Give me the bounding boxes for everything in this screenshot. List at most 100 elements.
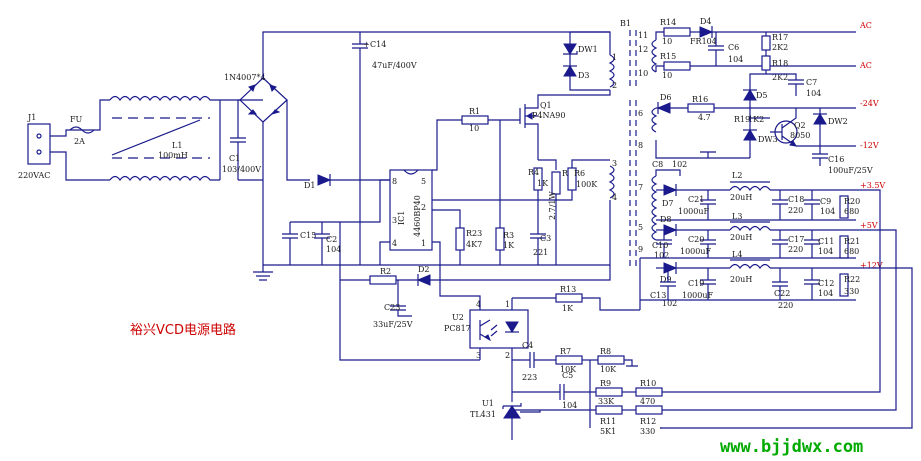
resistor-r13: R13 1K [555, 285, 583, 313]
c2-label: C2 [326, 235, 337, 244]
c14-value: 47uF/400V [372, 61, 417, 70]
c7-value: 104 [806, 89, 821, 98]
resistor-r23: R23 4K7 [455, 227, 482, 251]
c21-label: C21 [688, 195, 704, 204]
bridge-label: 1N4007*4 [224, 73, 266, 82]
b1-pin-11: 11 [638, 31, 648, 40]
d2-label: D2 [418, 265, 430, 274]
l4-value: 20uH [730, 275, 752, 284]
u2-type: PC817 [444, 324, 471, 333]
r18-label: R18 [772, 59, 788, 68]
b1-pin-4: 4 [612, 193, 617, 202]
r7-value: 10K [560, 365, 577, 374]
q2-label: Q2 [794, 121, 806, 130]
resistor-r11: R11 5K1 [595, 405, 623, 436]
b1-pin-10: 10 [638, 69, 648, 78]
d7-label: D7 [662, 199, 674, 208]
v-3v5: +3.5V [860, 181, 885, 190]
bridge-rectifier: 1N4007*4 [224, 73, 288, 123]
diode-d8: D8 [660, 215, 678, 236]
capacitor-c4: C4 223 [522, 341, 537, 382]
dw2-label: DW2 [828, 117, 848, 126]
resistor-r9: R9 33K [595, 379, 623, 406]
u1-label: U1 [482, 399, 494, 408]
r6-label: R6 [574, 169, 585, 178]
c5-value: 104 [562, 401, 577, 410]
c8-value: 102 [672, 160, 687, 169]
dw3-label: DW3 [758, 135, 778, 144]
b1-pin-5: 5 [638, 223, 643, 232]
r12-label: R12 [640, 417, 656, 426]
b1-pin-3: 3 [612, 159, 617, 168]
c21-value: 1000uF [678, 207, 710, 216]
r11-value: 5K1 [600, 427, 616, 436]
c23-value: 33uF/25V [373, 320, 413, 329]
c11-label: C11 [818, 237, 834, 246]
d9-label: D9 [660, 275, 672, 284]
r11-label: R11 [600, 417, 616, 426]
ic1-pin-8: 8 [392, 177, 397, 186]
d3-label: D3 [578, 71, 590, 80]
resistor-r22: R22 330 [839, 273, 860, 297]
c12-label: C12 [818, 279, 834, 288]
zener-dw2: DW2 [813, 113, 848, 126]
resistor-r7: R7 10K [555, 347, 583, 374]
v-neg12: -12V [860, 141, 879, 150]
r10-value: 470 [640, 397, 655, 406]
u2-label: U2 [452, 313, 464, 322]
r7-label: R7 [560, 347, 571, 356]
d6-mid-label: D6 [660, 93, 672, 102]
c19-label: C19 [688, 279, 704, 288]
q1-label: Q1 [540, 101, 552, 110]
r21-label: R21 [844, 237, 860, 246]
resistor-r12: R12 330 [635, 405, 663, 436]
r16-value: 4.7 [698, 113, 711, 122]
c17-label: C17 [788, 235, 804, 244]
transistor-q2: Q2 8050 [770, 108, 810, 147]
fuse-rating: 2A [74, 137, 85, 146]
r9-value: 33K [598, 397, 615, 406]
b1-pin-12: 12 [638, 45, 648, 54]
c19-value: 1000uF [682, 291, 714, 300]
q1-type: P4NA90 [532, 111, 565, 120]
r3-value: 1K [503, 241, 515, 250]
r6-value: 100K [576, 180, 598, 189]
ic1-label: IC1 [397, 211, 406, 225]
ac-output-2: AC [859, 61, 872, 70]
fuse-fu: FU 2A [69, 115, 95, 146]
choke-l1: L1 100mH [109, 95, 220, 182]
capacitor-c15: C15 [282, 231, 316, 265]
diode-d3: D3 [563, 65, 590, 80]
r2-label: R2 [380, 267, 391, 276]
v-5v: +5V [860, 221, 878, 230]
diode-d5: D5 [743, 89, 768, 101]
ac-output-1: AC [859, 21, 872, 30]
l4-label: L4 [732, 250, 742, 259]
mosfet-q1: Q1 P4NA90 [519, 101, 565, 145]
v-12v: +12V [860, 261, 883, 270]
r15-label: R15 [660, 52, 676, 61]
c16-label: C16 [828, 155, 844, 164]
l2-value: 20uH [730, 193, 752, 202]
r12-value: 330 [640, 427, 655, 436]
c16-value: 100uF/25V [828, 166, 873, 175]
resistor-r6: R6 100K [567, 167, 598, 191]
c18-value: 220 [788, 206, 803, 215]
l1-label: L1 [172, 141, 182, 150]
r20-value: 680 [844, 207, 859, 216]
inductor-l4: L4 20uH [729, 250, 771, 284]
zener-dw1: DW1 [563, 43, 598, 55]
b1-pin-2: 2 [612, 81, 617, 90]
r4-value: 1K [537, 179, 549, 188]
r3-label: R3 [503, 231, 514, 240]
c1-value: 103/400V [222, 165, 261, 174]
inductor-l2: L2 20uH [729, 171, 771, 202]
r8-value: 10K [600, 365, 617, 374]
ic1-pin-4: 4 [392, 239, 397, 248]
resistor-r2: R2 [369, 267, 397, 285]
r17-value: 2K2 [772, 43, 788, 52]
capacitor-c3: C3 221 [530, 233, 551, 265]
u2-pin-4: 4 [476, 300, 481, 309]
c22-value: 220 [778, 301, 793, 310]
